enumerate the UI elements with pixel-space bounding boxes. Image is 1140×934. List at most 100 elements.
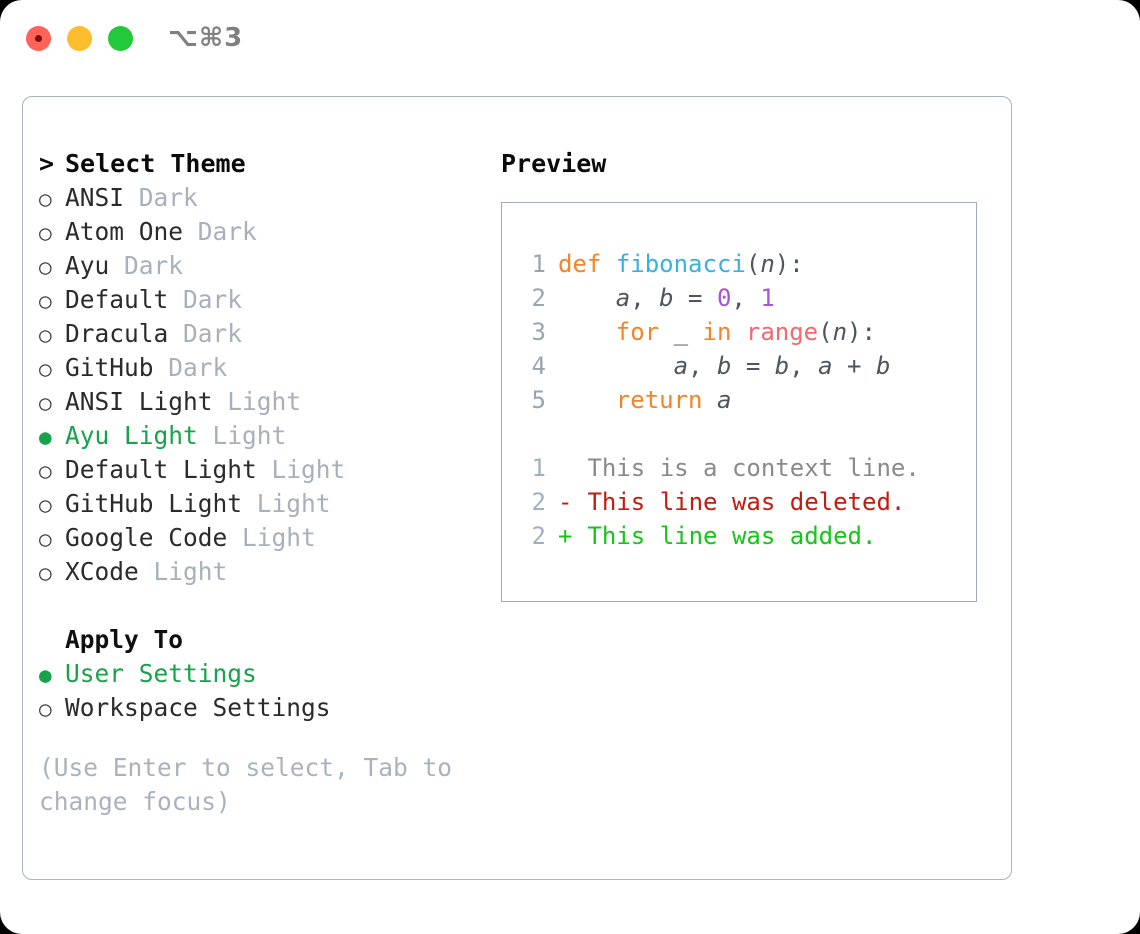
diff-line-number: 2 [531, 488, 546, 516]
theme-option-xcode[interactable]: ○XCode Light [39, 555, 489, 589]
radio-unselected-icon: ○ [39, 527, 52, 551]
theme-option-label: Ayu [65, 251, 110, 280]
code-token-punc: , [731, 284, 761, 312]
theme-option-dracula[interactable]: ○Dracula Dark [39, 317, 489, 351]
theme-option-atom-one[interactable]: ○Atom One Dark [39, 215, 489, 249]
code-token-var: a [673, 352, 689, 380]
theme-option-ayu[interactable]: ○Ayu Dark [39, 249, 489, 283]
theme-option-label: Dracula [65, 319, 169, 348]
code-token-built: range [745, 318, 819, 346]
code-line: 5 return a [520, 383, 976, 417]
theme-option-ansi[interactable]: ○ANSI Dark [39, 181, 489, 215]
theme-option-label: GitHub Light [65, 489, 243, 518]
code-token-var: b [774, 352, 790, 380]
theme-option-ansi-light[interactable]: ○ANSI Light Light [39, 385, 489, 419]
theme-option-label: Ayu Light [65, 421, 198, 450]
theme-option-github[interactable]: ○ GitHub Dark [39, 351, 489, 385]
radio-selected-icon: ● [39, 663, 52, 687]
code-token-punc [601, 250, 615, 278]
code-token-var: n [760, 250, 775, 278]
theme-option-google-code[interactable]: ○ Google Code Light [39, 521, 489, 555]
diff-sign-added: + [558, 522, 573, 550]
radio-unselected-icon: ○ [39, 323, 52, 347]
code-token-var: n [832, 318, 848, 346]
theme-option-variant: Dark [168, 353, 228, 382]
code-token-punc: _ [659, 318, 703, 346]
code-line: 3 for _ in range(n): [520, 315, 976, 349]
apply-to-option-user-settings[interactable]: ●User Settings [39, 657, 489, 691]
code-line: 2 a, b = 0, 1 [520, 281, 976, 315]
theme-option-variant: Dark [197, 217, 257, 246]
select-theme-heading: > Select Theme [39, 147, 489, 181]
traffic-light-controls [26, 26, 133, 51]
radio-selected-icon: ● [39, 425, 52, 449]
apply-to-heading: Apply To [39, 623, 489, 657]
code-line-number: 1 [531, 250, 546, 278]
theme-option-variant: Light [153, 557, 228, 586]
theme-selection-column: >Select Theme ○ANSI Dark○Atom One Dark○A… [39, 147, 489, 819]
code-token-punc [558, 318, 616, 346]
code-token-punc [558, 284, 616, 312]
code-token-punc: ( [818, 318, 833, 346]
apply-to-option-label: Workspace Settings [65, 693, 331, 722]
code-line-number: 2 [531, 284, 546, 312]
theme-option-variant: Light [242, 523, 316, 552]
code-token-var: a [615, 284, 631, 312]
keyboard-hint-text: (Use Enter to select, Tab to change focu… [39, 753, 453, 816]
code-token-var: b [659, 284, 674, 312]
diff-line-number: 2 [531, 522, 546, 550]
code-line-number: 3 [531, 318, 546, 346]
theme-option-label: GitHub [65, 353, 154, 382]
code-token-punc: ): [847, 318, 876, 346]
theme-option-label: Google Code [65, 523, 228, 552]
code-line-number: 5 [531, 386, 546, 414]
code-token-fn: fibonacci [615, 250, 746, 278]
radio-unselected-icon: ○ [39, 391, 52, 415]
code-token-var: b [875, 352, 891, 380]
code-token-kw: def [558, 250, 602, 278]
theme-option-variant: Light [271, 455, 346, 484]
maximize-window-icon[interactable] [108, 26, 133, 51]
code-token-kw: in [702, 318, 732, 346]
code-token-punc: + [832, 352, 876, 380]
radio-unselected-icon: ○ [39, 187, 52, 211]
diff-line-text: This line was added. [587, 522, 877, 550]
code-token-punc: , [789, 352, 819, 380]
radio-unselected-icon: ○ [39, 289, 52, 313]
diff-line-text: This is a context line. [587, 454, 920, 482]
theme-option-default[interactable]: ○ Default Dark [39, 283, 489, 317]
theme-list: ○ANSI Dark○Atom One Dark○Ayu Dark○Defaul… [39, 181, 489, 589]
theme-option-default-light[interactable]: ○ Default Light Light [39, 453, 489, 487]
code-token-punc [703, 386, 717, 414]
radio-unselected-icon: ○ [39, 561, 52, 585]
caret-icon: > [39, 149, 55, 178]
apply-to-option-workspace-settings[interactable]: ○Workspace Settings [39, 691, 489, 725]
title-bar: ⌥⌘3 [0, 0, 1140, 76]
radio-unselected-icon: ○ [39, 357, 52, 381]
theme-option-label: Atom One [65, 217, 184, 246]
theme-option-ayu-light[interactable]: ●Ayu Light Light [39, 419, 489, 453]
code-token-punc [558, 386, 616, 414]
code-token-kw: return [615, 386, 703, 414]
diff-spacer [520, 417, 976, 451]
theme-option-label: Default Light [65, 455, 257, 484]
radio-unselected-icon: ○ [39, 459, 52, 483]
minimize-window-icon[interactable] [67, 26, 92, 51]
theme-option-variant: Dark [183, 285, 243, 314]
radio-unselected-icon: ○ [39, 493, 52, 517]
code-token-punc [731, 318, 745, 346]
theme-option-github-light[interactable]: ○GitHub Light Light [39, 487, 489, 521]
code-token-num: 1 [760, 284, 775, 312]
theme-option-label: Default [65, 285, 169, 314]
close-window-icon[interactable] [26, 26, 51, 51]
code-token-punc [558, 352, 674, 380]
diff-sign-context [558, 451, 573, 485]
diff-line-text: This line was deleted. [587, 488, 906, 516]
code-token-punc: ): [774, 250, 804, 278]
apply-to-list: ●User Settings○Workspace Settings [39, 657, 489, 725]
keyboard-shortcut-label: ⌥⌘3 [168, 23, 244, 53]
select-theme-title: Select Theme [65, 149, 246, 178]
